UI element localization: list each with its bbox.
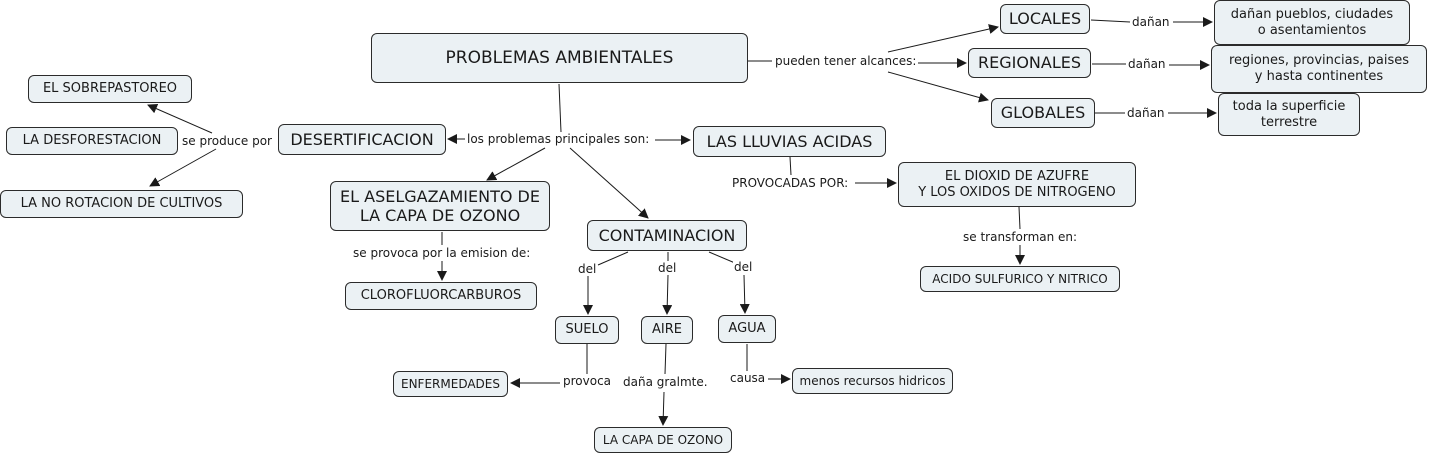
node-menos-recursos-hidricos[interactable]: menos recursos hidricos [792, 368, 953, 394]
link-label-emision: se provoca por la emision de: [352, 246, 532, 260]
link-label-del-suelo: del [577, 262, 598, 276]
connector-contaminacion-del1 [597, 251, 629, 266]
connector-dioxido-transforman [1018, 206, 1021, 230]
arrow-dana-capaozono [658, 391, 669, 426]
link-label-danan-locales: dañan [1131, 15, 1171, 29]
connector-aire-dana [664, 343, 667, 375]
link-label-causa: causa [729, 371, 767, 385]
link-label-provoca: provoca [562, 374, 613, 388]
connector-root-principales [558, 83, 562, 133]
link-label-danan-globales: dañan [1126, 106, 1166, 120]
link-label-del-aire: del [657, 261, 678, 275]
arrow-seproduce-norotacion [149, 148, 217, 187]
link-label-se-produce: se produce por [181, 134, 273, 148]
node-locales-dano[interactable]: dañan pueblos, ciudades o asentamientos [1214, 0, 1410, 45]
node-lluvias-acidas[interactable]: LAS LLUVIAS ACIDAS [693, 126, 886, 157]
node-acido-sulfurico[interactable]: ACIDO SULFURICO Y NITRICO [920, 266, 1120, 292]
arrow-del2-aire [662, 274, 673, 315]
arrow-principales-contaminacion [569, 147, 649, 219]
node-enfermedades[interactable]: ENFERMEDADES [393, 371, 508, 397]
node-clorofluorcarburos[interactable]: CLOROFLUORCARBUROS [345, 282, 537, 310]
node-no-rotacion-cultivos[interactable]: LA NO ROTACION DE CULTIVOS [0, 190, 243, 218]
arrow-alcances-globales [887, 71, 989, 103]
link-label-dana-gralmte: daña gralmte. [622, 375, 709, 389]
node-sobrepastoreo[interactable]: EL SOBREPASTOREO [28, 75, 192, 103]
node-dioxido-azufre[interactable]: EL DIOXID DE AZUFRE Y LOS OXIDOS DE NITR… [898, 162, 1136, 207]
node-problemas-ambientales[interactable]: PROBLEMAS AMBIENTALES [371, 33, 748, 83]
arrow-seproduce-sobrepastoreo [147, 104, 213, 134]
connector-contaminacion-del3 [708, 251, 736, 264]
link-label-danan-regionales: dañan [1127, 57, 1167, 71]
link-label-alcances: pueden tener alcances: [774, 54, 918, 68]
node-desertificacion[interactable]: DESERTIFICACION [278, 124, 446, 155]
node-aselgazamiento-ozono[interactable]: EL ASELGAZAMIENTO DE LA CAPA DE OZONO [330, 181, 550, 231]
link-label-principales: los problemas principales son: [466, 132, 651, 146]
node-contaminacion[interactable]: CONTAMINACION [587, 220, 747, 251]
node-globales[interactable]: GLOBALES [991, 98, 1095, 128]
link-label-transforman: se transforman en: [962, 230, 1079, 244]
arrow-alcances-locales [887, 24, 999, 53]
node-desforestacion[interactable]: LA DESFORESTACION [6, 127, 178, 155]
node-globales-dano[interactable]: toda la superficie terrestre [1218, 93, 1360, 136]
node-la-capa-de-ozono[interactable]: LA CAPA DE OZONO [594, 427, 732, 453]
connector-locales-danan [1090, 19, 1131, 23]
link-label-del-agua: del [733, 260, 754, 274]
arrow-principales-ozono [486, 147, 546, 181]
node-regionales[interactable]: REGIONALES [968, 48, 1091, 78]
arrow-del3-agua [739, 274, 750, 314]
node-suelo[interactable]: SUELO [555, 316, 619, 344]
link-label-provocadas: PROVOCADAS POR: [731, 176, 850, 190]
node-locales[interactable]: LOCALES [1000, 4, 1090, 34]
node-regionales-dano[interactable]: regiones, provincias, paises y hasta con… [1211, 45, 1427, 93]
node-agua[interactable]: AGUA [718, 315, 776, 343]
connector-lluvias-provocadas [789, 156, 792, 176]
node-aire[interactable]: AIRE [641, 316, 693, 344]
